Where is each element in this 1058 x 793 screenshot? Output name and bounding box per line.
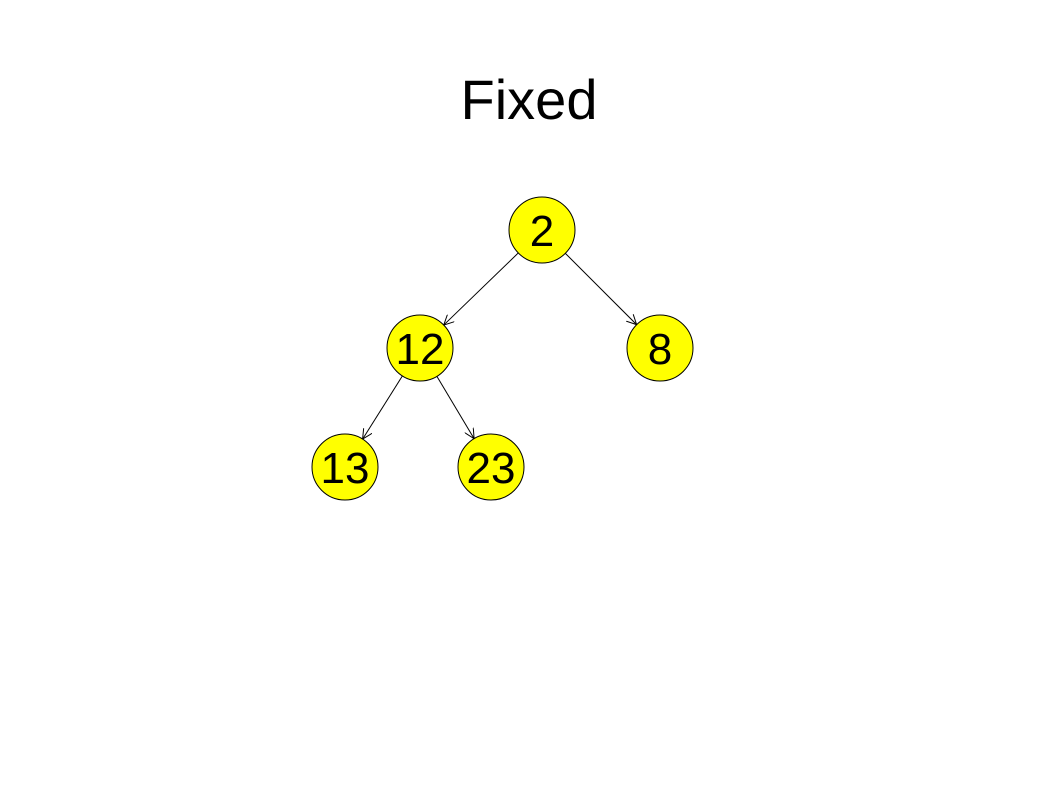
node-circle [626,314,694,382]
node-label: 2 [530,207,554,256]
node-label: 12 [396,325,445,374]
edge-2-to-8 [564,252,636,324]
tree-node-12: 12 [386,314,454,382]
tree-node-2: 2 [508,196,576,264]
tree-edges [363,252,637,439]
tree-node-13: 13 [311,433,379,501]
node-label: 8 [648,325,672,374]
edge-12-to-23 [436,376,474,438]
slide-title: Fixed [460,68,598,131]
node-label: 13 [321,444,370,493]
node-circle [457,433,525,501]
node-label: 23 [467,444,516,493]
edge-2-to-12 [444,252,519,325]
tree-node-23: 23 [457,433,525,501]
node-circle [311,433,379,501]
tree-node-8: 8 [626,314,694,382]
node-circle [508,196,576,264]
edge-12-to-13 [363,375,403,439]
node-circle [386,314,454,382]
